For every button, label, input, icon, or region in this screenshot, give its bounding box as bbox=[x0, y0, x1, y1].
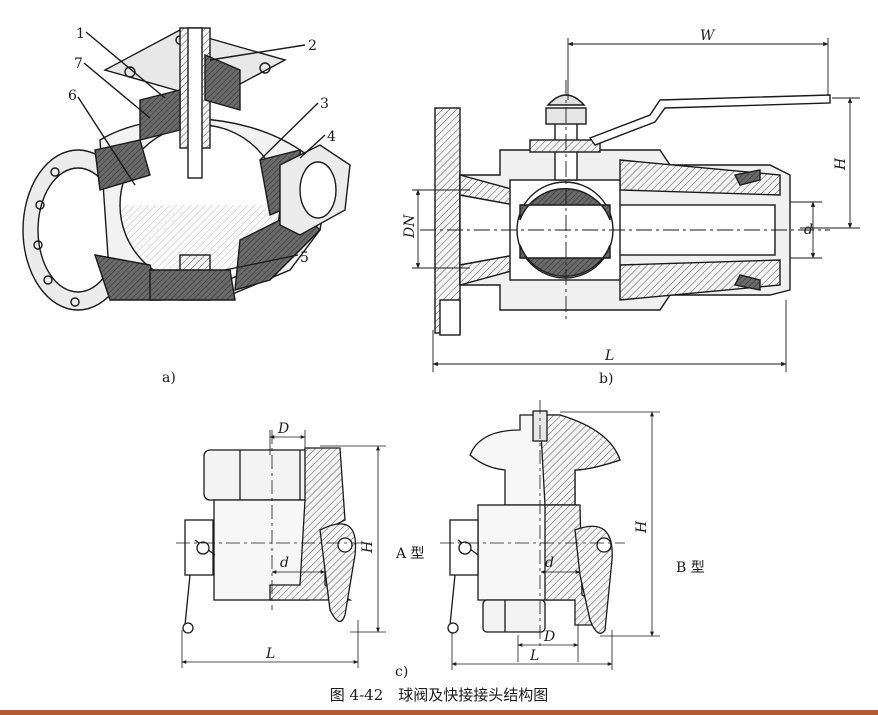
fig-b-ball-valve-section bbox=[420, 80, 831, 336]
bottom-accent-bar bbox=[0, 710, 878, 715]
fig-b-sublabel: b) bbox=[599, 371, 613, 387]
dim-d-label: d bbox=[804, 222, 813, 238]
top-cropped-text bbox=[0, 0, 878, 10]
fig-b-labels: W H DN d L b) bbox=[402, 28, 849, 387]
fig-c-type-b-labels: D d H L B 型 c) bbox=[395, 520, 705, 680]
fig-b-dimensions bbox=[412, 38, 860, 372]
fig-a-ball-valve-cutaway bbox=[22, 27, 351, 311]
dim-H-label: H bbox=[833, 157, 849, 171]
typeB-dim-H: H bbox=[634, 520, 650, 534]
type-a-label: A 型 bbox=[395, 546, 425, 562]
typeA-dim-d: d bbox=[280, 555, 289, 571]
typeA-dim-D: D bbox=[277, 421, 289, 437]
callout-2: 2 bbox=[308, 38, 317, 54]
dim-W-label: W bbox=[700, 28, 716, 44]
fig-c-type-a-labels: D d H L A 型 bbox=[265, 421, 425, 662]
typeA-dim-H: H bbox=[360, 540, 376, 554]
callout-5: 5 bbox=[300, 250, 309, 266]
figure-caption: 图 4-42 球阀及快接接头结构图 bbox=[329, 686, 549, 704]
type-b-label: B 型 bbox=[676, 560, 705, 576]
callout-7: 7 bbox=[74, 56, 83, 72]
fig-c-type-a-dimensions bbox=[181, 430, 386, 668]
typeB-dim-d: d bbox=[545, 555, 554, 571]
callout-6: 6 bbox=[68, 88, 77, 104]
typeB-dim-L: L bbox=[529, 648, 539, 664]
typeB-dim-D: D bbox=[543, 629, 555, 645]
fig-a-sublabel: a) bbox=[162, 370, 176, 386]
typeA-dim-L: L bbox=[265, 646, 275, 662]
callout-4: 4 bbox=[327, 129, 336, 145]
callout-3: 3 bbox=[320, 96, 329, 112]
fig-c-sublabel: c) bbox=[395, 664, 408, 680]
fig-c-type-b-coupling bbox=[440, 400, 625, 650]
fig-c-type-a-coupling bbox=[176, 430, 370, 634]
fig-a-callout-labels: 1 2 3 4 5 6 7 a) bbox=[68, 26, 336, 386]
dim-L-label: L bbox=[604, 348, 614, 364]
dim-DN-label: DN bbox=[402, 214, 418, 239]
callout-1: 1 bbox=[76, 26, 85, 42]
fig-c-type-b-dimensions bbox=[451, 411, 660, 670]
